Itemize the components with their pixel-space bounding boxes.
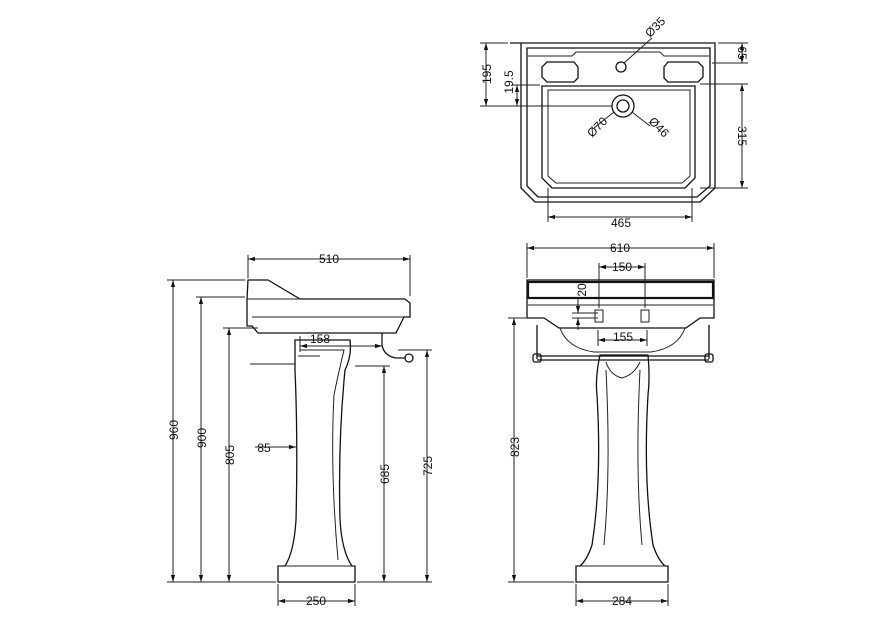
pedestal-front-inner bbox=[605, 361, 641, 379]
dim-waste-height: 725 bbox=[421, 456, 435, 476]
bowl-curve-front bbox=[559, 327, 686, 353]
waste-inner-circle bbox=[616, 99, 630, 113]
side-view: 510 158 960 900 805 85 685 725 250 bbox=[167, 252, 435, 608]
dim-pedestal-height: 685 bbox=[378, 464, 392, 484]
pedestal-side bbox=[277, 339, 356, 583]
basin-side-profile bbox=[246, 279, 411, 334]
basin-outline-top bbox=[510, 42, 716, 203]
basin-front-rim bbox=[526, 280, 715, 300]
back-ledge bbox=[528, 51, 709, 57]
towel-rail bbox=[532, 325, 714, 363]
dim-bowl-depth: 315 bbox=[735, 126, 749, 146]
dim-front-width: 610 bbox=[610, 241, 630, 255]
dim-rail-drop: 20 bbox=[575, 283, 589, 297]
tap-hole bbox=[615, 61, 627, 73]
dim-back-edge: 65 bbox=[735, 46, 749, 60]
left-corner-recess bbox=[541, 61, 579, 83]
front-view: 610 150 20 155 823 284 bbox=[508, 241, 715, 608]
dim-bowl-width: 465 bbox=[611, 216, 631, 230]
dim-side-depth: 510 bbox=[319, 252, 339, 266]
dim-pedestal-base-side: 250 bbox=[306, 594, 326, 608]
dim-underside-height: 805 bbox=[223, 445, 237, 465]
dim-tap-spacing: 150 bbox=[612, 260, 632, 274]
waste-outer-circle bbox=[611, 94, 635, 118]
dim-waste-offset: 158 bbox=[310, 332, 330, 346]
dim-rim-offset: 19.5 bbox=[502, 70, 516, 94]
waste-trap-side bbox=[404, 353, 414, 363]
waste-pipe-side bbox=[381, 333, 405, 359]
pedestal-front bbox=[575, 354, 669, 583]
pedestal-side-inner bbox=[300, 349, 345, 561]
dim-pedestal-offset: 85 bbox=[257, 441, 271, 455]
dim-waste-width: 155 bbox=[613, 330, 633, 344]
basin-rim-top bbox=[526, 47, 711, 198]
dim-total-height: 960 bbox=[167, 420, 181, 440]
top-view: Ø35 Ø70 Ø46 195 19.5 65 315 465 bbox=[480, 14, 749, 230]
basin-front bbox=[526, 279, 715, 329]
dim-waste-inner: Ø46 bbox=[646, 114, 672, 140]
dim-tap-hole: Ø35 bbox=[642, 14, 668, 40]
dim-depth-top: 195 bbox=[480, 64, 494, 84]
right-corner-recess bbox=[663, 61, 704, 83]
dim-pedestal-height-front: 823 bbox=[508, 437, 522, 457]
dim-rim-height: 900 bbox=[195, 428, 209, 448]
bowl-inner bbox=[547, 89, 691, 184]
bowl-outline bbox=[541, 85, 696, 189]
dim-pedestal-base-front: 284 bbox=[612, 594, 632, 608]
